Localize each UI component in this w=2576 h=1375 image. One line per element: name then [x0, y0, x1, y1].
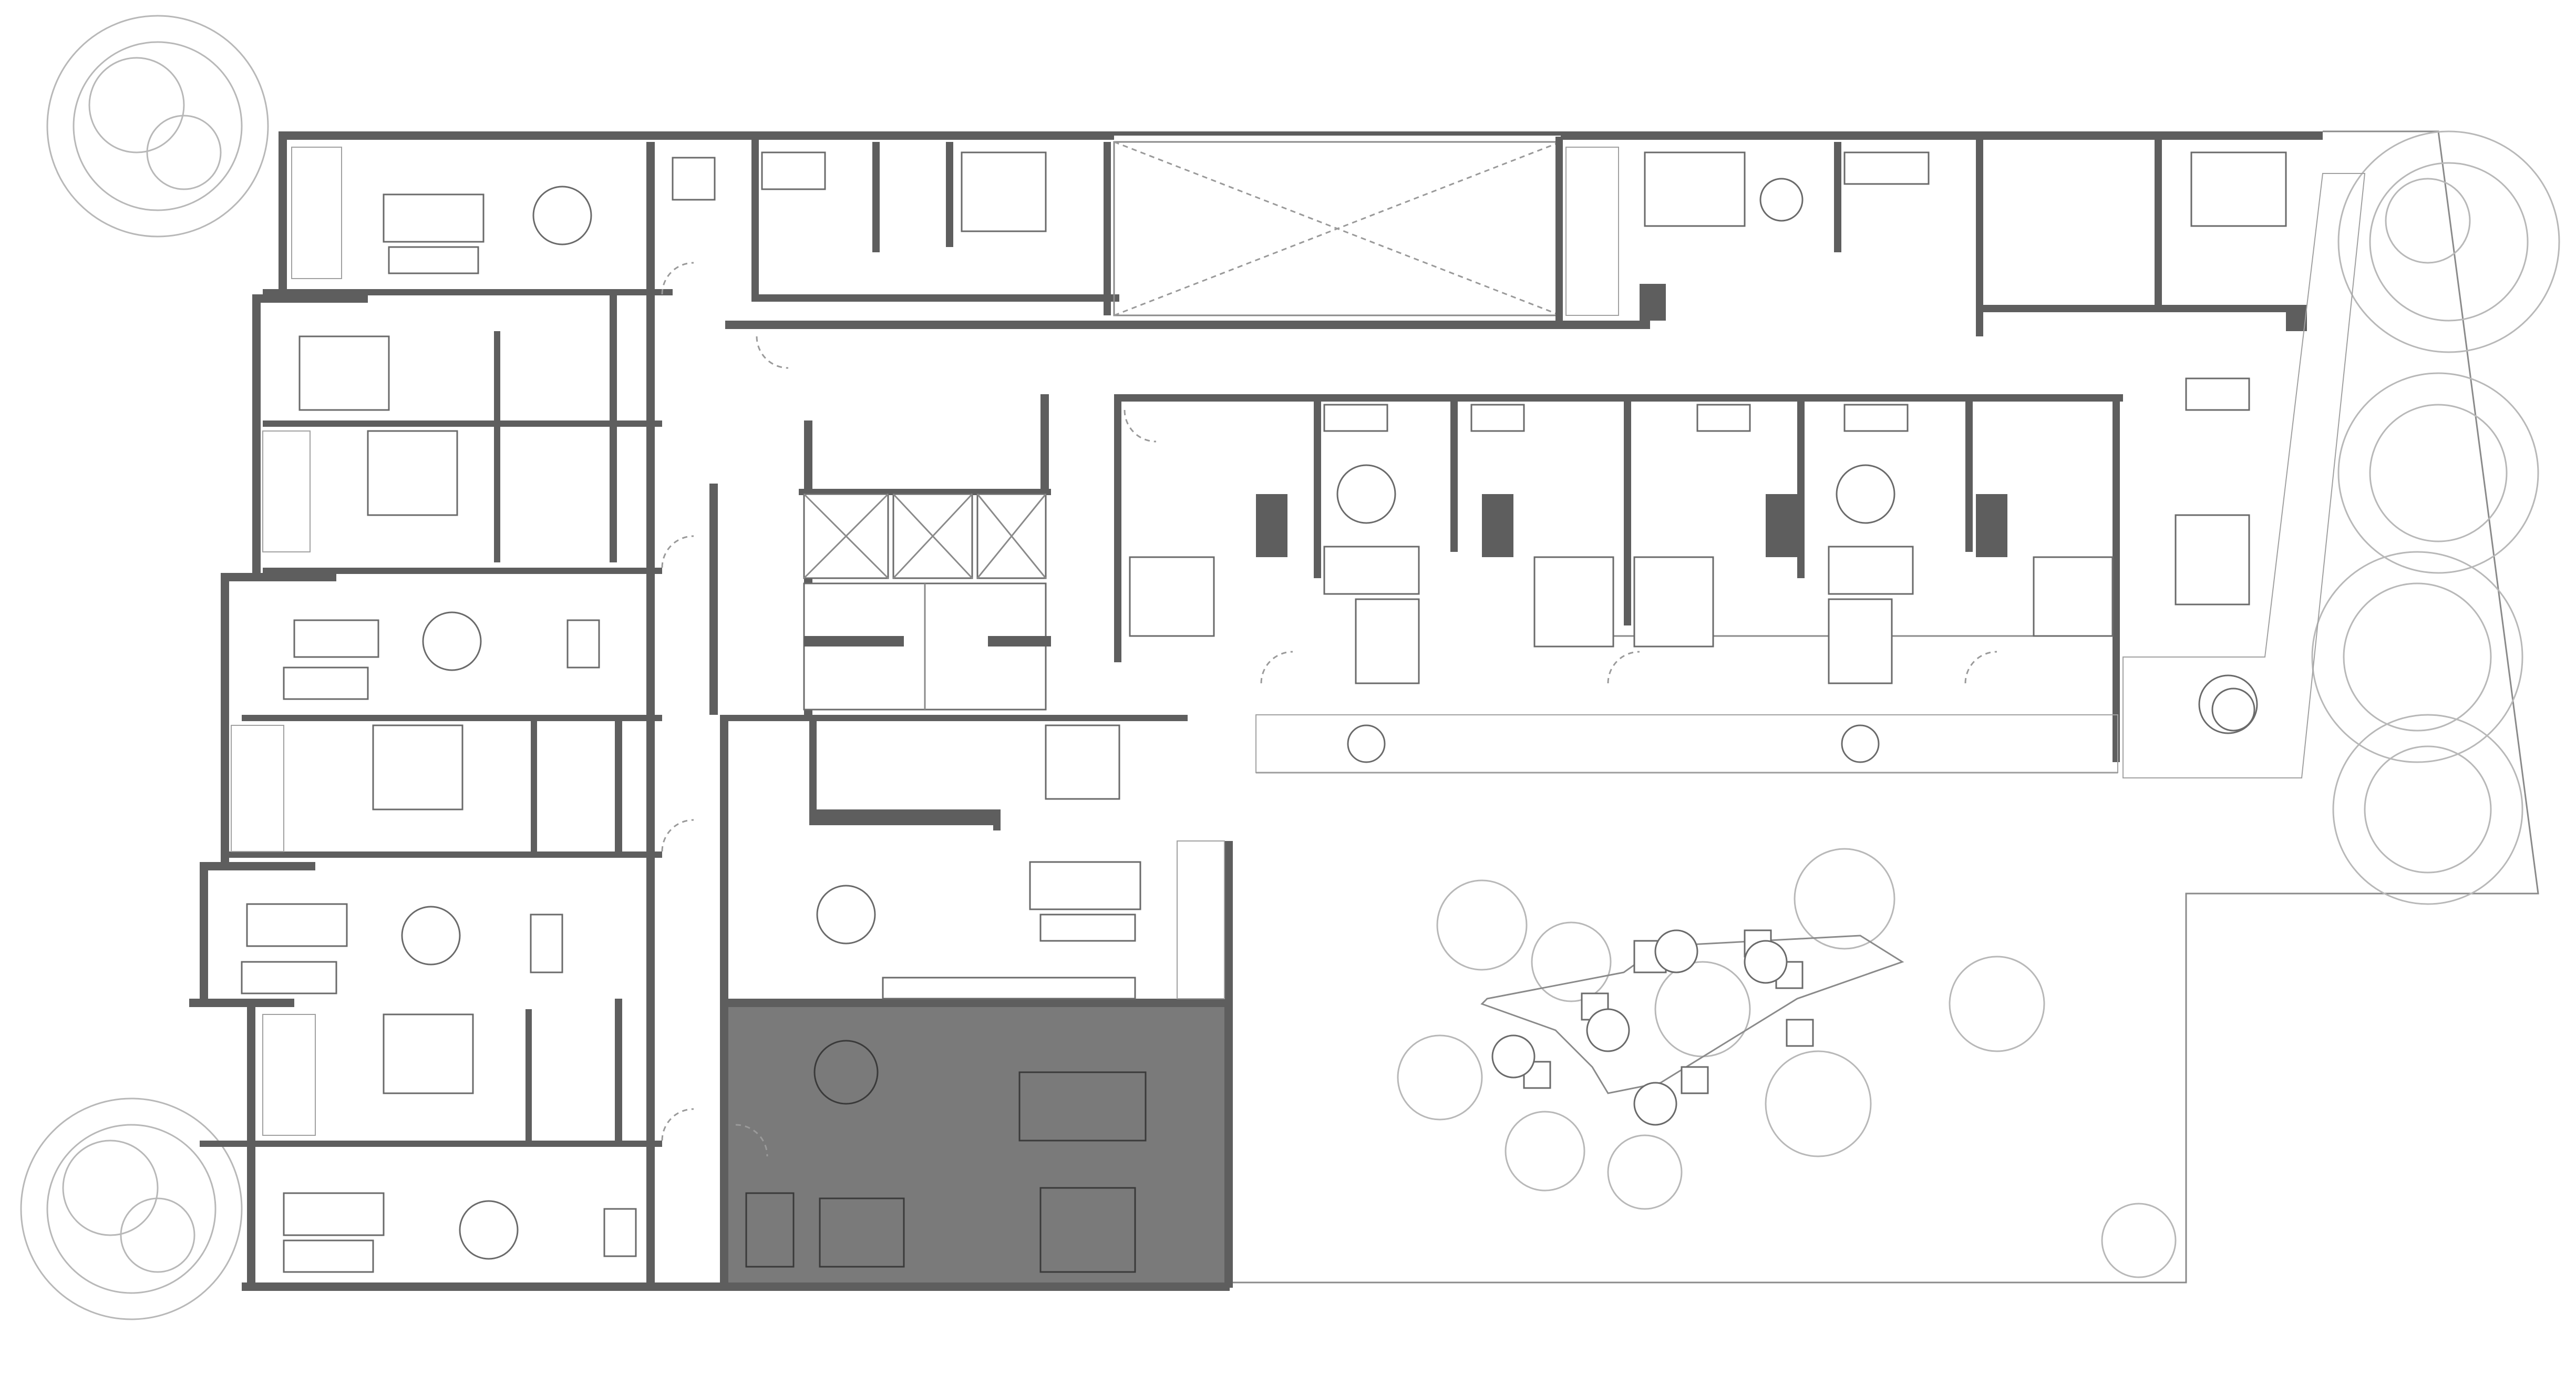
bed: [383, 1013, 474, 1094]
tree-bottom-left: [20, 1097, 243, 1320]
bed: [367, 430, 458, 516]
site-boundary: [1230, 130, 2539, 1284]
tree-right-mid: [2311, 372, 2539, 905]
garden-plants: [1397, 848, 2177, 1278]
stairs: [803, 582, 1051, 711]
east-deck: [2122, 173, 2366, 778]
tree-top-left: [46, 15, 269, 238]
top-center: [751, 137, 1562, 316]
bed: [2033, 556, 2114, 637]
left-wing-units: [200, 142, 716, 1282]
bed: [372, 724, 463, 810]
highlighted-unit: [725, 999, 1230, 1282]
center-lower-unit: [809, 720, 1225, 1000]
bed: [1644, 151, 1746, 227]
bed: [1633, 556, 1714, 648]
bed: [961, 151, 1047, 232]
terrace-deck: [1255, 714, 2118, 774]
bed: [298, 335, 390, 411]
bed: [1129, 556, 1215, 637]
bed: [1533, 556, 1614, 648]
trees: [20, 15, 2560, 1320]
garden-path: [1480, 929, 1904, 1126]
core: [709, 394, 1051, 715]
right-wing-units: [1114, 173, 2366, 778]
bed: [2190, 151, 2287, 227]
void: [1113, 141, 1562, 316]
top-right-units: [1555, 137, 2307, 336]
bed: [1045, 724, 1120, 800]
exterior-walls: [189, 131, 2323, 1291]
tree-right-top: [2337, 130, 2560, 353]
elevator-shafts: [803, 493, 1047, 579]
